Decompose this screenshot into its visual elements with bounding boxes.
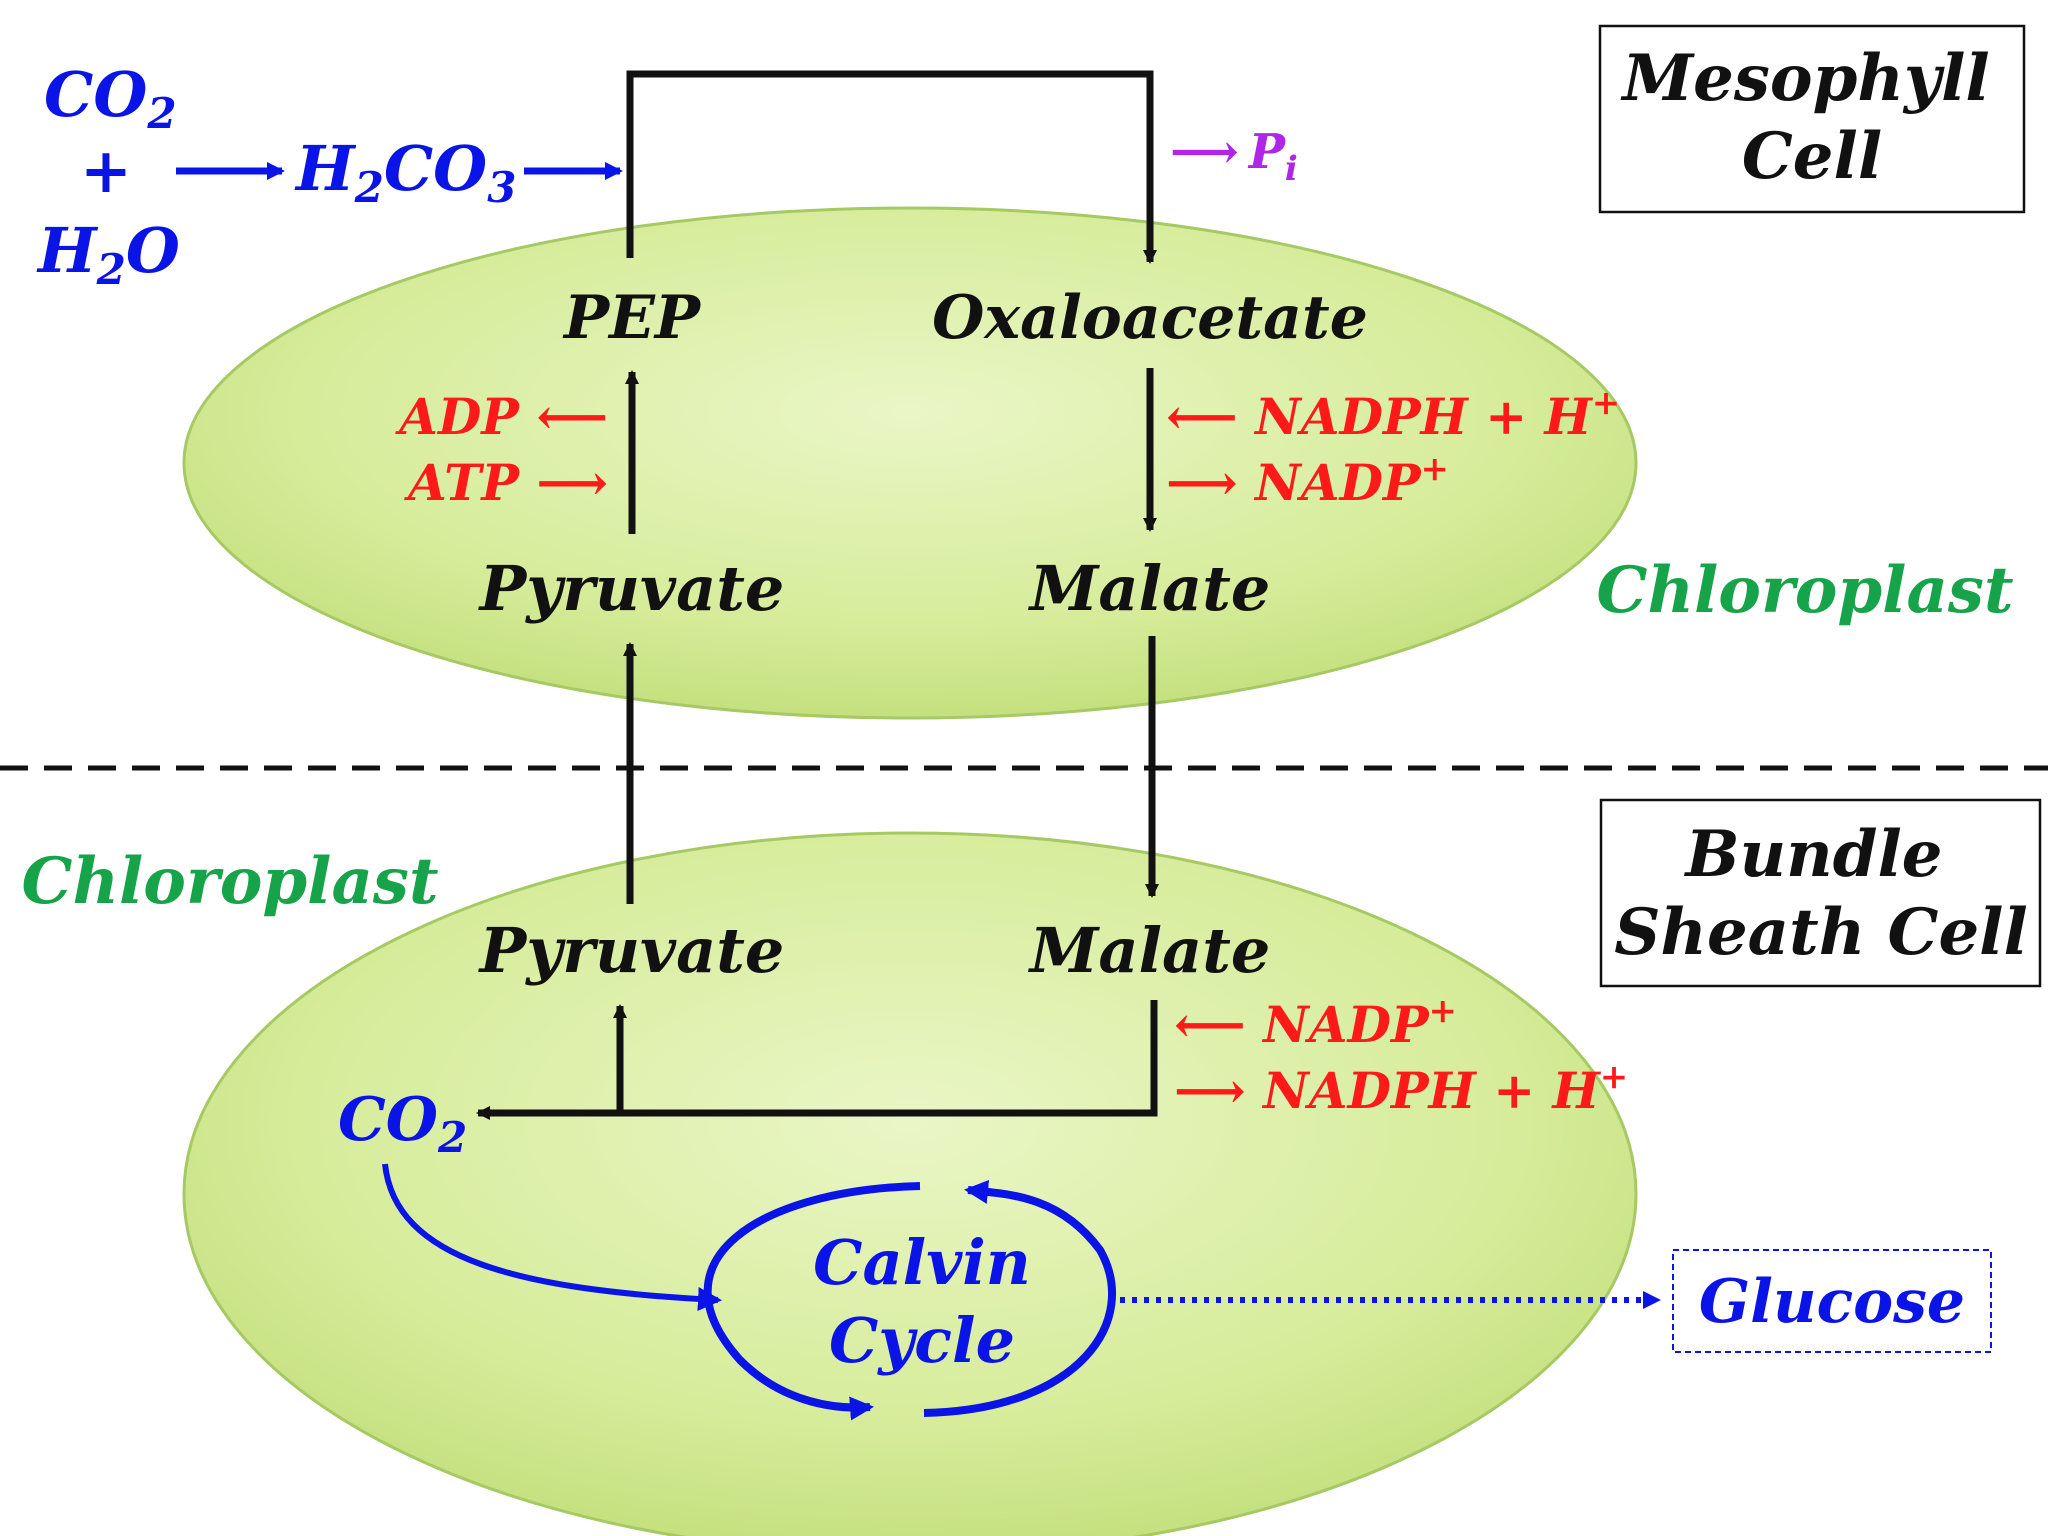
bundle-malate-label: Malate xyxy=(1028,914,1271,987)
pep-to-oxaloacetate-arrow xyxy=(626,70,1157,264)
nadp-produced-label: ⟶ NADP+ xyxy=(1166,449,1449,512)
nadph-produced-label: ⟶ NADPH + H+ xyxy=(1174,1057,1628,1120)
mesophyll-label-line1: Mesophyll xyxy=(1620,41,1989,116)
bundle-sheath-label-line2: Sheath Cell xyxy=(1614,895,2028,970)
h2o-label: H2O xyxy=(36,214,180,294)
bundle-sheath-label-line1: Bundle xyxy=(1684,817,1943,892)
calvin-cycle-arc-left xyxy=(703,1182,921,1421)
pep-label: PEP xyxy=(562,283,702,353)
plus-sign: + xyxy=(80,134,132,207)
glucose-label: Glucose xyxy=(1699,1267,1965,1337)
nadph-consumed-label: ⟵ NADPH + H+ xyxy=(1166,383,1620,446)
phosphate-release-label: ⟶Pi xyxy=(1170,124,1298,189)
bundle-sheath-chloroplast-label: Chloroplast xyxy=(22,844,439,919)
calvin-cycle-arc-right xyxy=(923,1179,1117,1417)
nadp-consumed-label: ⟵ NADP+ xyxy=(1174,991,1457,1054)
mesophyll-malate-label: Malate xyxy=(1028,552,1271,625)
calvin-cycle-label-line2: Cycle xyxy=(829,1304,1015,1377)
released-co2-label: CO2 xyxy=(338,1085,467,1162)
adp-label: ADP ⟵ xyxy=(395,387,608,446)
malate-decarboxylation-line xyxy=(476,1000,1158,1120)
bundle-sheath-cell-box xyxy=(1599,798,2042,988)
mesophyll-cell-box xyxy=(1598,24,2026,214)
co2-input-label: CO2 xyxy=(44,58,177,138)
mesophyll-label-line2: Cell xyxy=(1742,119,1882,194)
mesophyll-chloroplast-shape xyxy=(182,206,1638,720)
mesophyll-pyruvate-label: Pyruvate xyxy=(478,552,785,625)
mesophyll-chloroplast-label: Chloroplast xyxy=(1597,553,2014,628)
bundle-pyruvate-label: Pyruvate xyxy=(478,914,785,987)
h2co3-label: H2CO3 xyxy=(294,132,516,212)
glucose-box xyxy=(1672,1249,1992,1353)
atp-label: ATP ⟶ xyxy=(404,453,608,512)
co2-to-calvin-arrow xyxy=(382,1163,722,1311)
calvin-cycle-label-line1: Calvin xyxy=(813,1226,1031,1299)
oxaloacetate-label: Oxaloacetate xyxy=(932,283,1368,353)
